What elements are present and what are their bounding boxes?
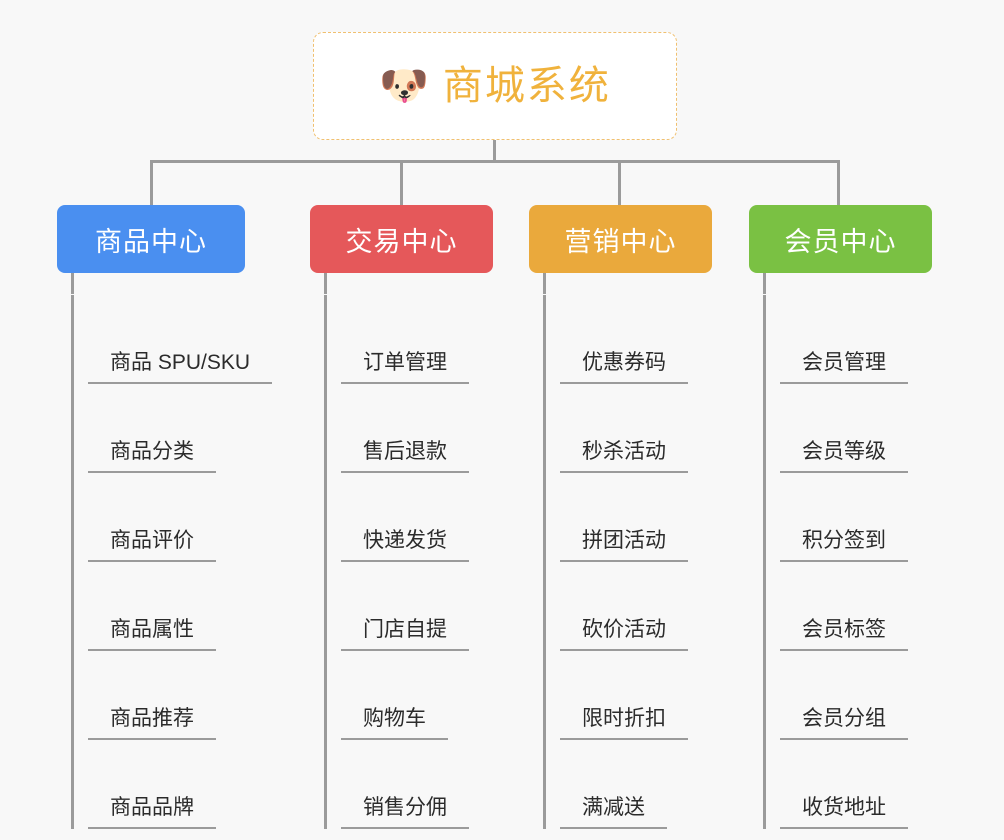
leaf-label: 砍价活动 [560,617,688,651]
leaf-item[interactable]: 售后退款 [341,384,530,473]
leaf-item[interactable]: 商品分类 [88,384,297,473]
branch-column-product: 商品中心 商品 SPU/SKU 商品分类 商品评价 商品属性 商品推荐 商品品牌 [57,205,297,829]
leaf-label: 积分签到 [780,528,908,562]
leaf-label: 会员等级 [780,439,908,473]
leaf-item[interactable]: 满减送 [560,740,749,829]
leaf-label: 购物车 [341,706,448,740]
leaf-label: 会员管理 [780,350,908,384]
leaf-item[interactable]: 会员标签 [780,562,969,651]
leaf-item[interactable]: 砍价活动 [560,562,749,651]
branch-column-marketing: 营销中心 优惠券码 秒杀活动 拼团活动 砍价活动 限时折扣 满减送 [529,205,749,829]
leaf-list-product: 商品 SPU/SKU 商品分类 商品评价 商品属性 商品推荐 商品品牌 [71,295,297,829]
leaf-list-marketing: 优惠券码 秒杀活动 拼团活动 砍价活动 限时折扣 满减送 [543,295,749,829]
leaf-item[interactable]: 商品评价 [88,473,297,562]
leaf-label: 拼团活动 [560,528,688,562]
root-title: 商城系统 [442,64,611,108]
leaf-item[interactable]: 门店自提 [341,562,530,651]
leaf-list-trade: 订单管理 售后退款 快递发货 门店自提 购物车 销售分佣 [324,295,530,829]
branch-column-trade: 交易中心 订单管理 售后退款 快递发货 门店自提 购物车 销售分佣 [310,205,530,829]
leaf-label: 订单管理 [341,350,469,384]
leaf-label: 收货地址 [780,795,908,829]
connector-stub-3 [543,272,546,294]
leaf-label: 满减送 [560,795,667,829]
leaf-item[interactable]: 积分签到 [780,473,969,562]
connector-root-stem [493,140,496,162]
connector-stub-2 [324,272,327,294]
leaf-item[interactable]: 商品推荐 [88,651,297,740]
leaf-item[interactable]: 订单管理 [341,295,530,384]
category-label: 营销中心 [564,226,677,257]
leaf-item[interactable]: 拼团活动 [560,473,749,562]
connector-drop-2 [400,160,403,206]
connector-horizontal-bus [150,160,840,163]
connector-drop-4 [837,160,840,206]
connector-stub-1 [71,272,74,294]
root-node[interactable]: 🐶 商城系统 [313,32,677,140]
connector-drop-3 [618,160,621,206]
connector-stub-4 [763,272,766,294]
leaf-label: 限时折扣 [560,706,688,740]
dog-face-icon: 🐶 [379,64,429,108]
leaf-item[interactable]: 销售分佣 [341,740,530,829]
category-label: 会员中心 [784,226,897,257]
leaf-label: 优惠券码 [560,350,688,384]
leaf-item[interactable]: 商品 SPU/SKU [88,295,297,384]
leaf-item[interactable]: 会员管理 [780,295,969,384]
leaf-label: 销售分佣 [341,795,469,829]
leaf-item[interactable]: 购物车 [341,651,530,740]
leaf-label: 售后退款 [341,439,469,473]
leaf-label: 门店自提 [341,617,469,651]
leaf-list-member: 会员管理 会员等级 积分签到 会员标签 会员分组 收货地址 [763,295,969,829]
connector-drop-1 [150,160,153,206]
branch-column-member: 会员中心 会员管理 会员等级 积分签到 会员标签 会员分组 收货地址 [749,205,969,829]
leaf-item[interactable]: 优惠券码 [560,295,749,384]
category-node-member[interactable]: 会员中心 [749,205,932,273]
category-label: 交易中心 [345,226,458,257]
leaf-item[interactable]: 会员分组 [780,651,969,740]
leaf-label: 商品品牌 [88,795,216,829]
leaf-label: 商品分类 [88,439,216,473]
category-node-trade[interactable]: 交易中心 [310,205,493,273]
leaf-item[interactable]: 商品属性 [88,562,297,651]
leaf-label: 会员标签 [780,617,908,651]
leaf-label: 秒杀活动 [560,439,688,473]
leaf-item[interactable]: 收货地址 [780,740,969,829]
leaf-item[interactable]: 商品品牌 [88,740,297,829]
leaf-label: 商品评价 [88,528,216,562]
leaf-label: 商品推荐 [88,706,216,740]
category-label: 商品中心 [95,226,207,257]
leaf-item[interactable]: 限时折扣 [560,651,749,740]
leaf-label: 会员分组 [780,706,908,740]
leaf-item[interactable]: 会员等级 [780,384,969,473]
leaf-label: 商品 SPU/SKU [88,350,273,384]
leaf-item[interactable]: 秒杀活动 [560,384,749,473]
category-node-product[interactable]: 商品中心 [57,205,245,273]
leaf-label: 快递发货 [341,528,469,562]
leaf-item[interactable]: 快递发货 [341,473,530,562]
leaf-label: 商品属性 [88,617,216,651]
category-node-marketing[interactable]: 营销中心 [529,205,712,273]
